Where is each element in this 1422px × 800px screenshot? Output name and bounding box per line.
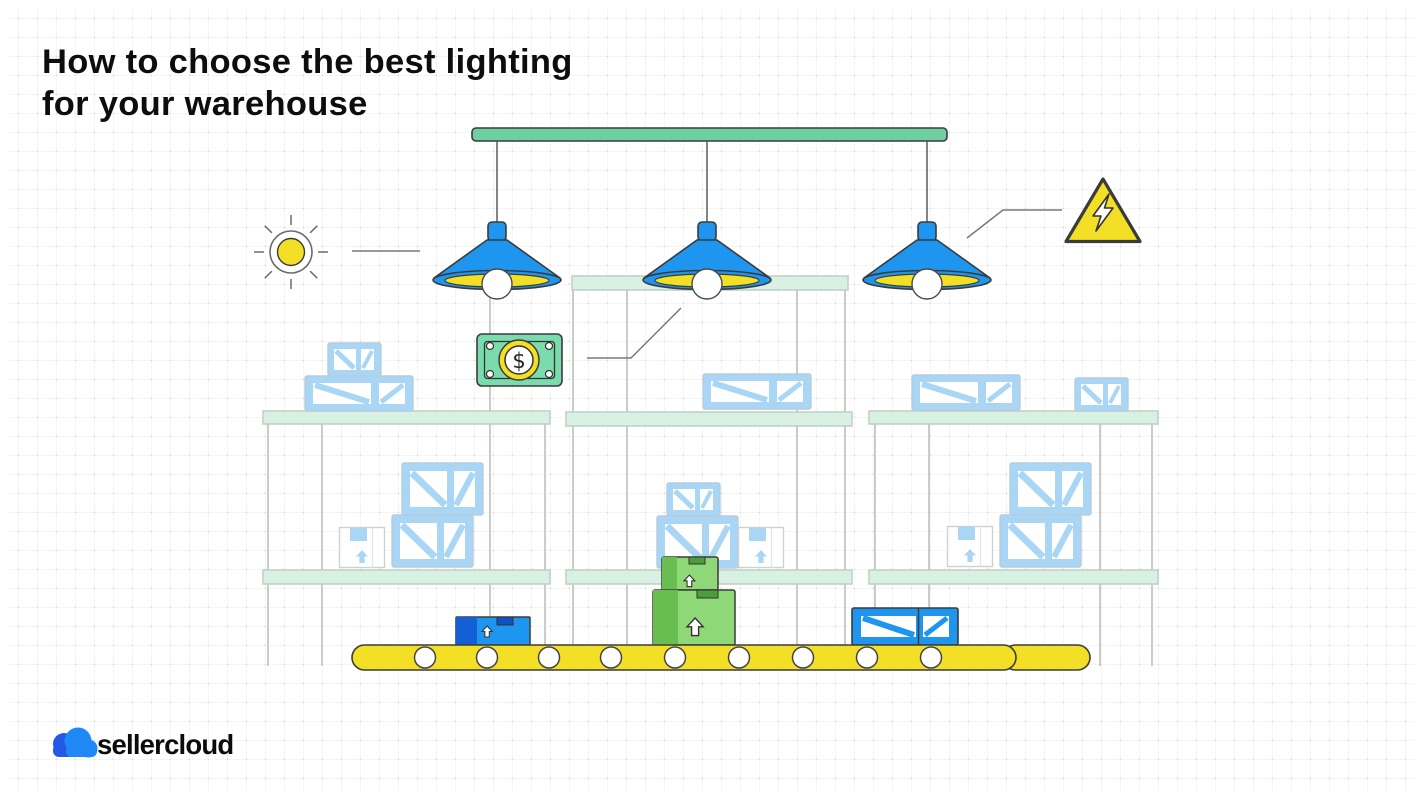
rack-shelf [868,410,1159,425]
rack-shelf [262,410,551,425]
ceiling-mount-bar [471,127,948,142]
conveyor-roller [663,646,687,669]
shipping-box-green-bottom-icon [652,589,736,646]
crate-icon [703,374,811,409]
crate-icon [328,343,381,376]
page-title-line1: How to choose the best lighting [42,43,573,81]
dollar-bill-icon: $ [476,333,563,387]
crate-icon [402,463,483,515]
crate-icon [305,376,413,411]
brand-logo-text: sellercloud [97,729,233,760]
conveyor-roller [727,646,751,669]
brand-logo: sellercloud [53,727,234,760]
rack-shelf [262,569,551,585]
conveyor-belt-icon [351,644,1091,671]
shipping-box-green-top-icon [661,556,719,591]
conveyor-roller [919,646,943,669]
connector-line-money [587,307,682,359]
conveyor-roller [791,646,815,669]
belt-items [455,556,959,646]
sun-icon [254,215,328,289]
rack-shelves [262,275,1159,585]
page-title-line2: for your warehouse [42,85,368,123]
crate-icon [392,515,473,567]
conveyor-roller [599,646,623,669]
crate-icon [1000,515,1081,567]
connector-line-hazard [966,209,1062,239]
dollar-sign: $ [512,349,525,373]
crate-blue-icon [851,607,959,646]
conveyor-roller [413,646,437,669]
hazard-lightning-icon [1064,177,1142,244]
lightning-bolt-icon [1092,193,1114,232]
shipping-box-blue-icon [455,616,531,646]
rack-shelf [565,411,853,427]
cardboard-box-icon [946,525,994,568]
crate-icon [912,375,1020,410]
crate-icon [1010,463,1091,515]
cloud-logo-icon [53,727,98,758]
cardboard-box-icon [737,526,785,569]
cardboard-box-icon [338,526,386,569]
conveyor-rollers [413,646,943,669]
rack-shelf [868,569,1159,585]
crate-icon [1075,378,1128,411]
crate-icon [667,483,720,516]
conveyor-roller [855,646,879,669]
conveyor-roller [475,646,499,669]
conveyor-roller [537,646,561,669]
